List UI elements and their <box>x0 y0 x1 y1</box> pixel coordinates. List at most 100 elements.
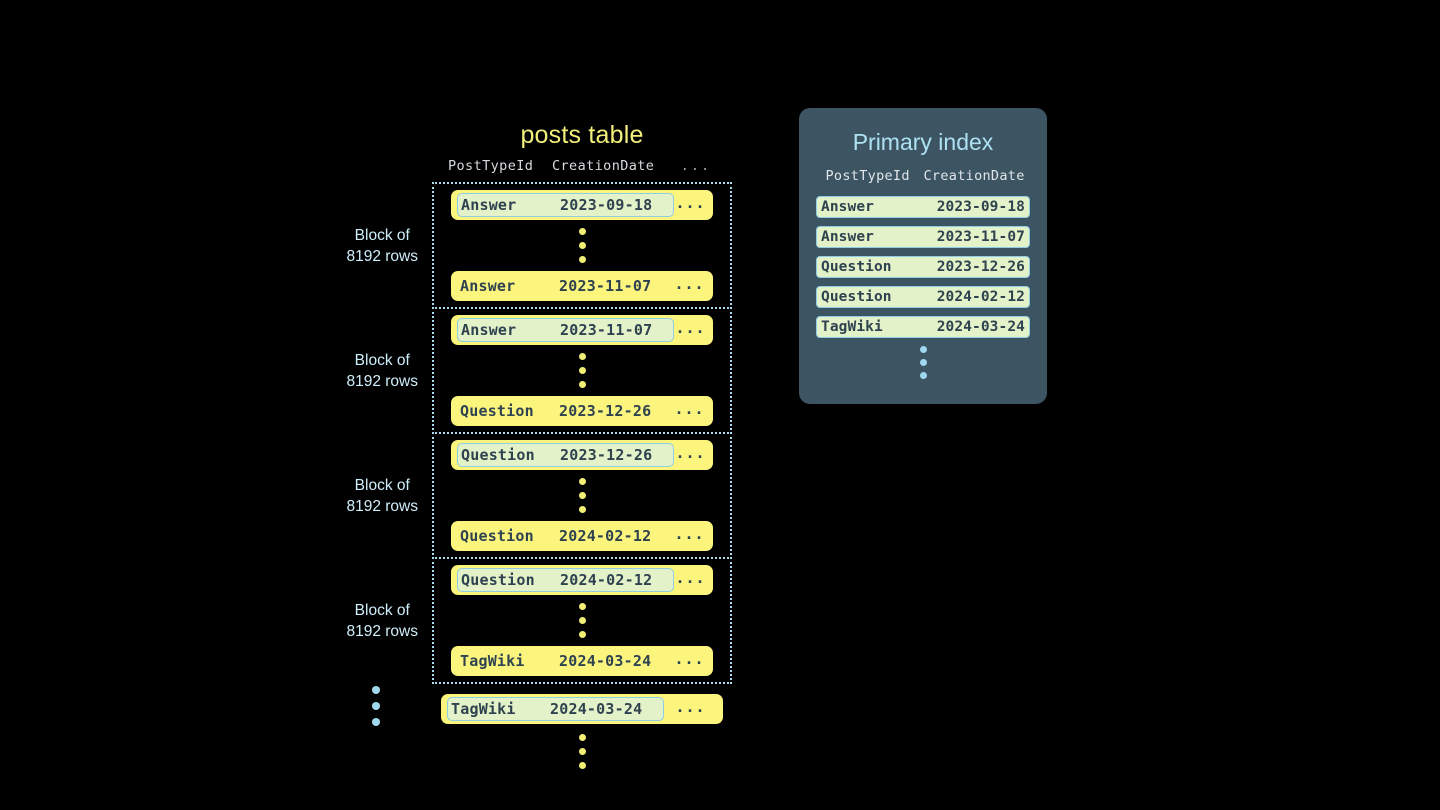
cell-ellipsis: ... <box>675 698 706 716</box>
dot <box>919 359 927 366</box>
cell-creationdate: 2024-02-12 <box>560 571 653 589</box>
table-block: Block of 8192 rows Answer 2023-11-07 ...… <box>346 307 732 434</box>
blocks-continuation-dots <box>372 686 380 726</box>
row-continuation-dots <box>442 595 722 646</box>
dot <box>578 631 586 638</box>
cell-creationdate: 2023-11-07 <box>560 321 653 339</box>
index-row[interactable]: Answer 2023-11-07 <box>816 226 1030 248</box>
row-continuation-dots <box>442 220 722 271</box>
table-row[interactable]: Question 2023-12-26 ... <box>451 396 713 426</box>
index-cell-posttypeid: TagWiki <box>821 319 883 335</box>
table-row[interactable]: Question 2024-02-12 ... <box>451 565 713 595</box>
column-header-creationdate: CreationDate <box>552 158 655 174</box>
block-label-line2: 8192 rows <box>346 372 418 390</box>
table-row[interactable]: TagWiki 2024-03-24 ... <box>441 694 723 724</box>
block-label: Block of 8192 rows <box>346 350 418 392</box>
cell-posttypeid: Question <box>460 402 534 420</box>
dot <box>372 702 380 710</box>
block-label: Block of 8192 rows <box>346 225 418 267</box>
dot <box>919 346 927 353</box>
block-label-line1: Block of <box>354 601 410 619</box>
column-header-ellipsis: ... <box>680 158 712 174</box>
cell-creationdate: 2024-02-12 <box>559 527 652 545</box>
dot <box>578 603 586 610</box>
cell-ellipsis: ... <box>674 275 705 293</box>
block-label-line1: Block of <box>354 476 410 494</box>
cell-posttypeid: Question <box>461 571 535 589</box>
row-marked-cells: Question 2024-02-12 <box>457 568 674 592</box>
cell-posttypeid: Question <box>461 446 535 464</box>
row-cells: TagWiki 2024-03-24 <box>457 649 672 673</box>
cell-creationdate: 2023-12-26 <box>559 402 652 420</box>
table-block: Block of 8192 rows Question 2023-12-26 .… <box>346 432 732 559</box>
row-marked-cells: Answer 2023-11-07 <box>457 318 674 342</box>
row-marked-cells: Answer 2023-09-18 <box>457 193 674 217</box>
index-continuation-dots <box>811 346 1035 379</box>
index-row[interactable]: TagWiki 2024-03-24 <box>816 316 1030 338</box>
index-column-header-creationdate: CreationDate <box>923 168 1025 184</box>
table-block: Block of 8192 rows Question 2024-02-12 .… <box>346 557 732 684</box>
dot <box>578 228 586 235</box>
block-label-line1: Block of <box>354 226 410 244</box>
table-continuation-dots <box>432 726 732 777</box>
column-header-posttypeid: PostTypeId <box>448 158 534 174</box>
cell-ellipsis: ... <box>674 525 705 543</box>
cell-posttypeid: Question <box>460 527 534 545</box>
cell-ellipsis: ... <box>675 194 706 212</box>
index-row[interactable]: Answer 2023-09-18 <box>816 196 1030 218</box>
index-cell-posttypeid: Question <box>821 289 892 305</box>
primary-index-column-headers: PostTypeId CreationDate <box>811 168 1035 184</box>
cell-posttypeid: TagWiki <box>460 652 525 670</box>
cell-creationdate: 2023-09-18 <box>560 196 653 214</box>
dot <box>578 617 586 624</box>
index-row[interactable]: Question 2023-12-26 <box>816 256 1030 278</box>
index-cell-creationdate: 2023-11-07 <box>936 229 1025 245</box>
index-cell-creationdate: 2023-09-18 <box>936 199 1025 215</box>
index-cell-creationdate: 2024-02-12 <box>936 289 1025 305</box>
dot <box>578 506 586 513</box>
block-label-line2: 8192 rows <box>346 247 418 265</box>
row-continuation-dots <box>442 470 722 521</box>
dot <box>578 762 586 769</box>
cell-posttypeid: Answer <box>461 321 517 339</box>
row-marked-cells: TagWiki 2024-03-24 <box>447 697 664 721</box>
table-block: Block of 8192 rows Answer 2023-09-18 ...… <box>346 182 732 309</box>
block-label-line2: 8192 rows <box>346 497 418 515</box>
index-row[interactable]: Question 2024-02-12 <box>816 286 1030 308</box>
index-cell-posttypeid: Answer <box>821 199 874 215</box>
dot <box>372 686 380 694</box>
index-cell-posttypeid: Question <box>821 259 892 275</box>
dot <box>578 381 586 388</box>
dot <box>372 718 380 726</box>
block-label: Block of 8192 rows <box>346 475 418 517</box>
block-label: Block of 8192 rows <box>346 600 418 642</box>
table-row[interactable]: TagWiki 2024-03-24 ... <box>451 646 713 676</box>
dot <box>578 353 586 360</box>
dot <box>578 748 586 755</box>
dot <box>578 242 586 249</box>
row-cells: Question 2024-02-12 <box>457 524 672 548</box>
dot <box>578 734 586 741</box>
row-marked-cells: Question 2023-12-26 <box>457 443 674 467</box>
dot <box>578 367 586 374</box>
dot <box>578 492 586 499</box>
posts-table-title: posts table <box>520 121 644 149</box>
index-column-header-posttypeid: PostTypeId <box>825 168 910 184</box>
cell-creationdate: 2024-03-24 <box>550 700 643 718</box>
table-row[interactable]: Question 2023-12-26 ... <box>451 440 713 470</box>
index-cell-creationdate: 2023-12-26 <box>936 259 1025 275</box>
dot <box>919 372 927 379</box>
table-row[interactable]: Answer 2023-11-07 ... <box>451 315 713 345</box>
table-row[interactable]: Answer 2023-11-07 ... <box>451 271 713 301</box>
cell-ellipsis: ... <box>674 400 705 418</box>
posts-table-group: posts table PostTypeId CreationDate ... … <box>346 118 732 777</box>
cell-ellipsis: ... <box>674 650 705 668</box>
table-row[interactable]: Answer 2023-09-18 ... <box>451 190 713 220</box>
table-row[interactable]: Question 2024-02-12 ... <box>451 521 713 551</box>
cell-creationdate: 2023-11-07 <box>559 277 652 295</box>
row-cells: Question 2023-12-26 <box>457 399 672 423</box>
block-label-line2: 8192 rows <box>346 622 418 640</box>
cell-posttypeid: Answer <box>461 196 517 214</box>
cell-creationdate: 2024-03-24 <box>559 652 652 670</box>
row-cells: Answer 2023-11-07 <box>457 274 672 298</box>
